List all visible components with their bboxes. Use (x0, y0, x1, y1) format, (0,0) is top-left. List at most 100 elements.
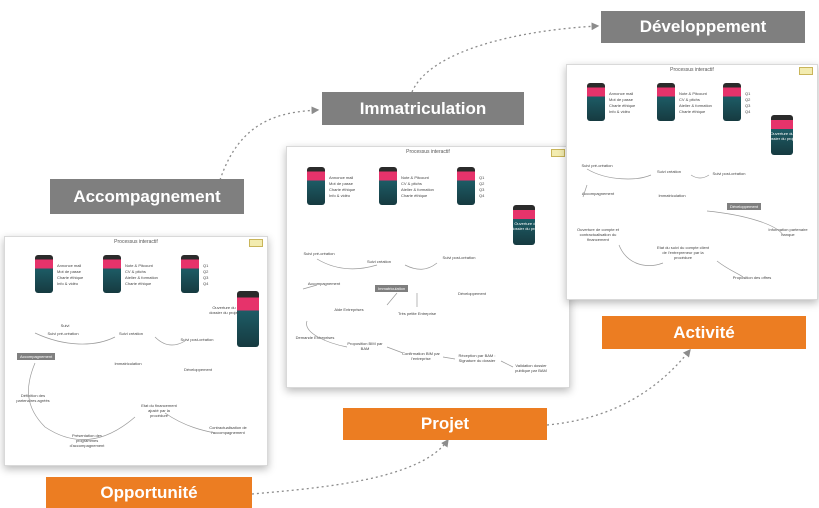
list-item: Q2 (203, 269, 209, 274)
list-item: Q1 (479, 175, 485, 180)
node: Suivi pré-création (581, 163, 613, 168)
list-item: Info & vidéo (329, 193, 351, 198)
list-item: Mot de passe (329, 181, 354, 186)
node: Etat du suivi du compte client de l'entr… (656, 245, 710, 260)
node: Définition des partenaires agréés (16, 393, 50, 403)
list-item: Annonce mail (609, 91, 634, 96)
stage-label-activite: Activité (602, 316, 806, 349)
list-item: Annonce mail (329, 175, 354, 180)
phone-caption: Ouverture du dossier du projet (767, 131, 797, 141)
node: Réception par BAM : Signature du dossier (458, 353, 496, 363)
list-item: Atelier & formation (679, 103, 712, 108)
list-item: Note & Pitcount (679, 91, 707, 96)
stage-label-immatriculation: Immatriculation (322, 92, 524, 125)
node: Suivi post-création (442, 255, 476, 260)
list-item: Q1 (203, 263, 209, 268)
node: Très petite Entreprise (397, 311, 437, 316)
panel-flow-lines (28, 332, 216, 440)
node: Suivi post-création (712, 171, 746, 176)
node: Validation dossier publique par BAM (515, 363, 547, 373)
list-item: Q3 (745, 103, 751, 108)
list-item: Q3 (203, 275, 209, 280)
node: Suivi création (366, 259, 391, 264)
process-panel-middle: Processus interactif Annonce mail Mot de… (286, 146, 570, 388)
node: Aide Entreprises (334, 307, 364, 312)
phone-caption: Ouverture du dossier du projet (209, 305, 239, 315)
list-item: Atelier & formation (401, 187, 434, 192)
process-panel-right: Processus interactif Annonce mail Mot de… (566, 64, 818, 300)
list-item: Q2 (745, 97, 751, 102)
stage-label-accompagnement: Accompagnement (50, 179, 244, 214)
phone-3-list: Q1 Q2 Q3 Q4 (479, 175, 484, 199)
list-item: Q2 (479, 181, 485, 186)
stage-label-developpement: Développement (601, 11, 805, 43)
list-item: Mot de passe (609, 97, 634, 102)
arrow-immatriculation-developpement (411, 22, 600, 93)
phone-1-list: Annonce mail Mot de passe Charte éthique… (57, 263, 83, 287)
node: Immatriculation (114, 361, 142, 366)
node: Immatriculation (658, 193, 686, 198)
list-item: Charte éthique (609, 103, 636, 108)
phone-3-icon (181, 255, 199, 293)
list-item: Info & vidéo (609, 109, 631, 114)
list-item: Charte éthique (401, 193, 428, 198)
node: Contractualisation de l'accompagnement (209, 425, 247, 435)
phone-2-list: Note & Pitcount CV & pitchs Atelier & fo… (401, 175, 434, 199)
stage-label-opportunite: Opportunité (46, 477, 252, 508)
phone-2-icon (657, 83, 675, 121)
phone-4-icon (237, 291, 259, 347)
phone-2-list: Note & Pitcount CV & pitchs Atelier & fo… (679, 91, 712, 115)
node: Suivi (60, 323, 70, 328)
phone-3-list: Q1 Q2 Q3 Q4 (203, 263, 208, 287)
status-badge: Immatriculation (375, 285, 409, 292)
node: Demande Entreprises (295, 335, 335, 340)
phone-3-list: Q1 Q2 Q3 Q4 (745, 91, 750, 115)
list-item: Mot de passe (57, 269, 82, 274)
panel-flow-lines (582, 168, 784, 278)
node: Suivi pré-création (303, 251, 335, 256)
phone-3-icon (723, 83, 741, 121)
phone-1-icon (307, 167, 325, 205)
list-item: Q4 (203, 281, 209, 286)
node: Présentation des programmes d'accompagne… (69, 433, 105, 448)
process-panel-left: Processus interactif Annonce mail Mot de… (4, 236, 268, 466)
phone-2-icon (379, 167, 397, 205)
node: Développement (457, 291, 487, 296)
node: Proposition des offres (732, 275, 772, 280)
list-item: CV & pitchs (401, 181, 422, 186)
node: Ouverture de compte et contractualisatio… (576, 227, 620, 242)
status-badge: Accompagnement (17, 353, 56, 360)
phone-1-icon (587, 83, 605, 121)
phone-1-list: Annonce mail Mot de passe Charte éthique… (609, 91, 635, 115)
node: Proposition BIM par BAM (347, 341, 383, 351)
panel-flow-lines (302, 258, 514, 368)
node: Accompagnement (307, 281, 341, 286)
panel-badge-icon (249, 239, 263, 247)
list-item: Charte éthique (57, 275, 84, 280)
list-item: Charte éthique (125, 281, 152, 286)
phone-2-list: Note & Pitcount CV & pitchs Atelier & fo… (125, 263, 158, 287)
list-item: Q4 (479, 193, 485, 198)
phone-4-icon (513, 205, 535, 245)
node: Suivi post-création (180, 337, 214, 342)
list-item: CV & pitchs (679, 97, 700, 102)
list-item: Q3 (479, 187, 485, 192)
panel-title: Processus interactif (670, 67, 714, 73)
node: Information partenaire banque (768, 227, 808, 237)
stage-label-projet: Projet (343, 408, 547, 440)
panel-badge-icon (551, 149, 565, 157)
list-item: Q1 (745, 91, 751, 96)
list-item: Atelier & formation (125, 275, 158, 280)
list-item: Charte éthique (329, 187, 356, 192)
panel-title: Processus interactif (406, 149, 450, 155)
phone-2-icon (103, 255, 121, 293)
list-item: Q4 (745, 109, 751, 114)
list-item: Note & Pitcount (125, 263, 153, 268)
list-item: Note & Pitcount (401, 175, 429, 180)
phone-4-icon (771, 115, 793, 155)
phone-1-icon (35, 255, 53, 293)
node: Etat du financement ajusté par la procéd… (141, 403, 177, 418)
node: Confirmation BIM par l'entreprise (402, 351, 440, 361)
